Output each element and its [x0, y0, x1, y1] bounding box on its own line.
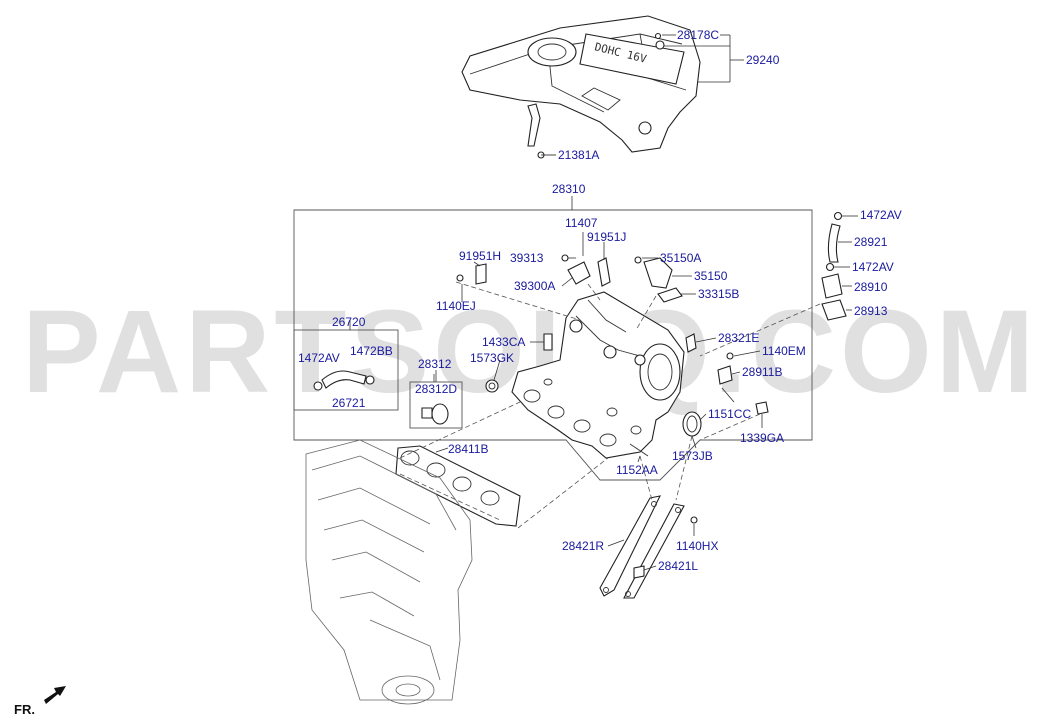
part-label-1573GK[interactable]: 1573GK	[470, 351, 514, 365]
part-label-28312[interactable]: 28312	[418, 357, 452, 371]
direction-label: FR.	[14, 702, 35, 717]
part-label-1472BB[interactable]: 1472BB	[350, 344, 393, 358]
part-labels: 28178C 29240 21381A 28310 11407 91951J 3…	[298, 28, 902, 573]
part-label-39313[interactable]: 39313	[510, 251, 544, 265]
part-label-1140HX[interactable]: 1140HX	[676, 539, 718, 553]
part-label-1472AV-a[interactable]: 1472AV	[298, 351, 340, 365]
part-label-28910[interactable]: 28910	[854, 280, 888, 294]
manifold-gasket-drawing	[395, 445, 521, 527]
part-label-33315B[interactable]: 33315B	[698, 287, 739, 301]
part-label-1573JB[interactable]: 1573JB	[672, 449, 713, 463]
part-label-1339GA[interactable]: 1339GA	[740, 431, 784, 445]
part-label-35150A[interactable]: 35150A	[660, 251, 701, 265]
intake-manifold-drawing	[485, 291, 702, 459]
leader-lines	[433, 34, 858, 571]
part-label-1433CA[interactable]: 1433CA	[482, 335, 525, 349]
part-label-28421R[interactable]: 28421R	[562, 539, 604, 553]
part-label-26721[interactable]: 26721	[332, 396, 366, 410]
part-label-28911B[interactable]: 28911B	[742, 365, 782, 379]
part-label-28312D[interactable]: 28312D	[415, 382, 457, 396]
sensor-hardware-drawing	[456, 254, 769, 457]
part-label-1140EJ[interactable]: 1140EJ	[436, 299, 476, 313]
part-label-1472AV-c[interactable]: 1472AV	[852, 260, 894, 274]
part-label-11407[interactable]: 11407	[565, 216, 598, 230]
part-label-21381A[interactable]: 21381A	[558, 148, 599, 162]
assembly-box-28310	[293, 196, 813, 481]
part-label-26720[interactable]: 26720	[332, 315, 366, 329]
part-label-28913[interactable]: 28913	[854, 304, 888, 318]
part-label-1152AA[interactable]: 1152AA	[616, 463, 658, 477]
part-label-91951H[interactable]: 91951H	[459, 249, 501, 263]
front-direction-indicator: FR.	[14, 686, 66, 717]
part-label-28921[interactable]: 28921	[854, 235, 888, 249]
engine-block-outline	[305, 439, 473, 705]
manifold-stays-drawing	[599, 495, 698, 599]
assembly-dashed-lines	[399, 281, 821, 529]
part-label-28321E[interactable]: 28321E	[718, 331, 759, 345]
part-label-28411B[interactable]: 28411B	[448, 442, 488, 456]
part-label-1472AV-b[interactable]: 1472AV	[860, 208, 902, 222]
pcv-hose-group-drawing	[821, 211, 847, 321]
part-label-1140EM[interactable]: 1140EM	[762, 344, 806, 358]
part-label-91951J[interactable]: 91951J	[587, 230, 626, 244]
front-arrow-icon	[44, 686, 66, 704]
part-label-28310[interactable]: 28310	[552, 182, 586, 196]
hose-kit-box-26720	[293, 320, 399, 411]
pcv-valve-box-28312D	[409, 370, 463, 429]
part-label-35150[interactable]: 35150	[694, 269, 728, 283]
part-label-39300A[interactable]: 39300A	[514, 279, 555, 293]
part-label-28421L[interactable]: 28421L	[658, 559, 698, 573]
part-label-1151CC[interactable]: 1151CC	[708, 407, 751, 421]
engine-cover-drawing: DOHC 16V	[461, 15, 701, 159]
part-label-28178C[interactable]: 28178C	[677, 28, 719, 42]
part-label-29240[interactable]: 29240	[746, 53, 780, 67]
